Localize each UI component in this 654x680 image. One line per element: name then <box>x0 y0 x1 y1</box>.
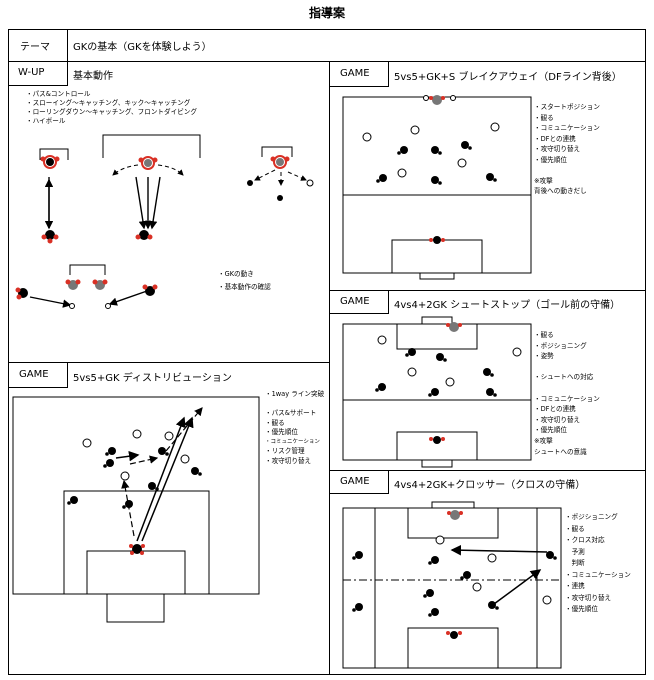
game3-note: ・観る <box>534 331 554 339</box>
game1-note: ・リスク管理 <box>265 447 305 455</box>
game3-note: ・優先順位 <box>534 426 567 435</box>
game3-note: シュートへの意識 <box>534 447 587 456</box>
wup-header-cell <box>8 61 68 86</box>
theme-row-divider <box>8 61 646 62</box>
game3-note: ・姿勢 <box>534 352 554 361</box>
game4-note: ・観る <box>565 524 585 533</box>
theme-label-cell <box>67 29 68 61</box>
game4-notes: ・ポジショニング ・観る ・クロス対応 予測 判断 ・コミュニケーション ・連携… <box>565 512 631 616</box>
game2-notes: ・スタートポジション ・観る ・コミュニケーション ・DFとの連携 ・攻守切り替… <box>534 102 600 197</box>
game1-name: 5vs5+GK ディストリビューション <box>73 373 232 384</box>
game2-note: ・DFとの連携 <box>534 134 576 143</box>
game3-divider <box>329 290 646 291</box>
theme-value: GKの基本（GKを体験しよう） <box>73 42 212 53</box>
game1-pitch-diagram <box>12 396 260 623</box>
game4-note: 予測 <box>565 547 585 556</box>
game1-note: ・コミュニケーション <box>265 438 320 445</box>
game4-note: ・連携 <box>565 582 585 590</box>
game1-note: ・攻守切り替え <box>265 456 312 465</box>
game3-note: ・ポジショニング <box>534 341 587 350</box>
game1-note: ・1way ライン突破 <box>265 390 325 398</box>
game4-note: ・ポジショニング <box>565 513 618 521</box>
game1-notes: ・1way ライン突破 ・パス&サポート ・観る ・優先順位 ・コミュニケーショ… <box>265 390 324 466</box>
wup-notes: ・GKの動き ・基本動作の確認 <box>218 270 271 292</box>
game3-note: ※攻撃 <box>534 436 553 445</box>
game3-name: 4vs4+2GK シュートストップ（ゴール前の守備） <box>394 300 621 311</box>
game1-note: ・パス&サポート <box>265 409 317 417</box>
wup-item: ・ローリングダウン～キャッチング、フロントダイビング <box>26 108 197 116</box>
game3-note: ・コミュニケーション <box>534 394 600 403</box>
game2-note: ・コミュニケーション <box>534 124 600 132</box>
game4-label: GAME <box>340 476 370 487</box>
game3-notes: ・観る ・ポジショニング ・姿勢 ・シュートへの対応 ・コミュニケーション ・D… <box>534 330 600 457</box>
wup-items: ・パス&コントロール ・スローイング～キャッチング、キック～キャッチング ・ロー… <box>26 90 197 126</box>
game3-note: ・シュートへの対応 <box>534 373 594 382</box>
game2-note: ・優先順位 <box>534 155 567 164</box>
game3-label: GAME <box>340 296 370 307</box>
game1-label: GAME <box>19 369 49 380</box>
page-title: 指導案 <box>308 6 345 20</box>
game2-note: ※攻撃 <box>534 176 553 185</box>
game2-header-cell <box>329 61 389 87</box>
game4-note: ・優先順位 <box>565 605 598 613</box>
game4-divider <box>329 470 646 471</box>
game4-note: ・コミュニケーション <box>565 570 631 579</box>
wup-item: ・ハイボール <box>26 117 66 125</box>
game4-note: 判断 <box>565 559 585 567</box>
game2-label: GAME <box>340 68 370 79</box>
game3-note <box>534 383 600 394</box>
wup-item: ・スローイング～キャッチング、キック～キャッチング <box>26 99 191 107</box>
game3-pitch-diagram <box>342 316 532 468</box>
wup-item: ・パス&コントロール <box>26 90 91 98</box>
game2-note: ・スタートポジション <box>534 103 600 111</box>
game1-header-cell <box>8 362 68 388</box>
game4-name: 4vs4+2GK+クロッサー（クロスの守備） <box>394 480 586 491</box>
wup-note: ・GKの動き <box>218 270 254 278</box>
wup-diagram <box>15 134 314 309</box>
game4-pitch-diagram <box>342 501 562 669</box>
game4-header-cell <box>329 470 389 494</box>
lesson-plan-table <box>8 29 646 675</box>
game3-note: ・攻守切り替え <box>534 415 581 424</box>
game1-divider <box>8 362 329 363</box>
wup-name: 基本動作 <box>73 71 113 82</box>
game3-header-cell <box>329 290 389 314</box>
game3-note <box>534 362 600 373</box>
game1-note <box>265 400 324 410</box>
game4-note: ・クロス対応 <box>565 536 605 544</box>
game2-note: ・攻守切り替え <box>534 145 581 153</box>
game1-note: ・優先順位 <box>265 428 298 436</box>
theme-label: テーマ <box>20 42 50 53</box>
game2-name: 5vs5+GK+S ブレイクアウェイ（DFライン背後） <box>394 72 622 83</box>
game1-note: ・観る <box>265 418 285 427</box>
column-divider <box>329 61 330 675</box>
game2-note: 背後への動きだし <box>534 187 587 195</box>
game2-pitch-diagram <box>342 95 532 280</box>
game3-note: ・DFとの連携 <box>534 405 576 414</box>
game2-note: ・観る <box>534 113 554 122</box>
wup-label: W-UP <box>18 67 45 78</box>
game2-note <box>534 165 600 176</box>
wup-note: ・基本動作の確認 <box>218 283 271 291</box>
game4-note: ・攻守切り替え <box>565 593 612 602</box>
